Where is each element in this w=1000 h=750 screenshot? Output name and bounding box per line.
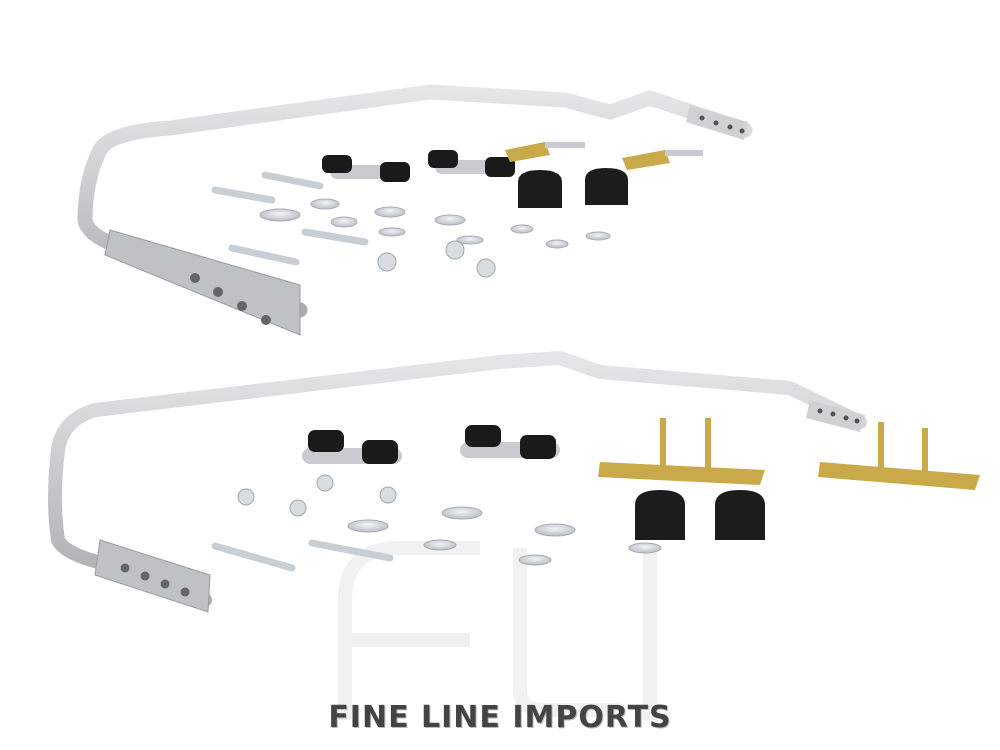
nuts — [237, 240, 496, 517]
washers — [259, 198, 662, 566]
bolts — [211, 171, 394, 572]
bushings — [518, 168, 765, 540]
front-sway-bar — [77, 84, 753, 336]
end-link — [460, 425, 560, 459]
rear-sway-bar — [48, 351, 867, 613]
watermark-text: FINE LINE IMPORTS — [328, 700, 672, 735]
brackets — [505, 142, 980, 490]
end-link — [322, 155, 410, 182]
end-link — [302, 430, 402, 464]
watermark-monogram — [338, 541, 657, 720]
end-link — [428, 150, 515, 177]
end-links — [302, 150, 560, 464]
